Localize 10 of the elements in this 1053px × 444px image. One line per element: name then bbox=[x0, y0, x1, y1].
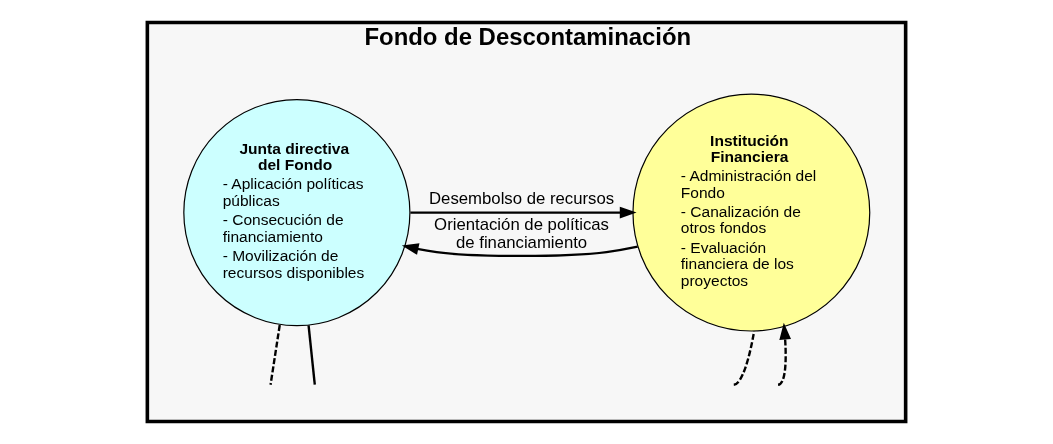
edge-label: Desembolso de recursos bbox=[429, 189, 615, 209]
arrow bbox=[777, 322, 791, 386]
connector bbox=[269, 324, 281, 385]
arrow bbox=[410, 206, 637, 219]
arrow bbox=[401, 243, 638, 258]
node-circle: Institución Financiera - Administración del Fondo - Canalización de otros fondos - Evaluación financiera de los proyectos bbox=[632, 93, 871, 332]
connector bbox=[733, 330, 756, 386]
edge-label: Orientación de políticas de financiamiento bbox=[434, 214, 610, 252]
connector bbox=[307, 325, 316, 385]
node-circle: Junta directiva del Fondo - Aplicación políticas públicas - Consecución de financiamiento - Movilización de recursos disponibles bbox=[183, 98, 411, 327]
